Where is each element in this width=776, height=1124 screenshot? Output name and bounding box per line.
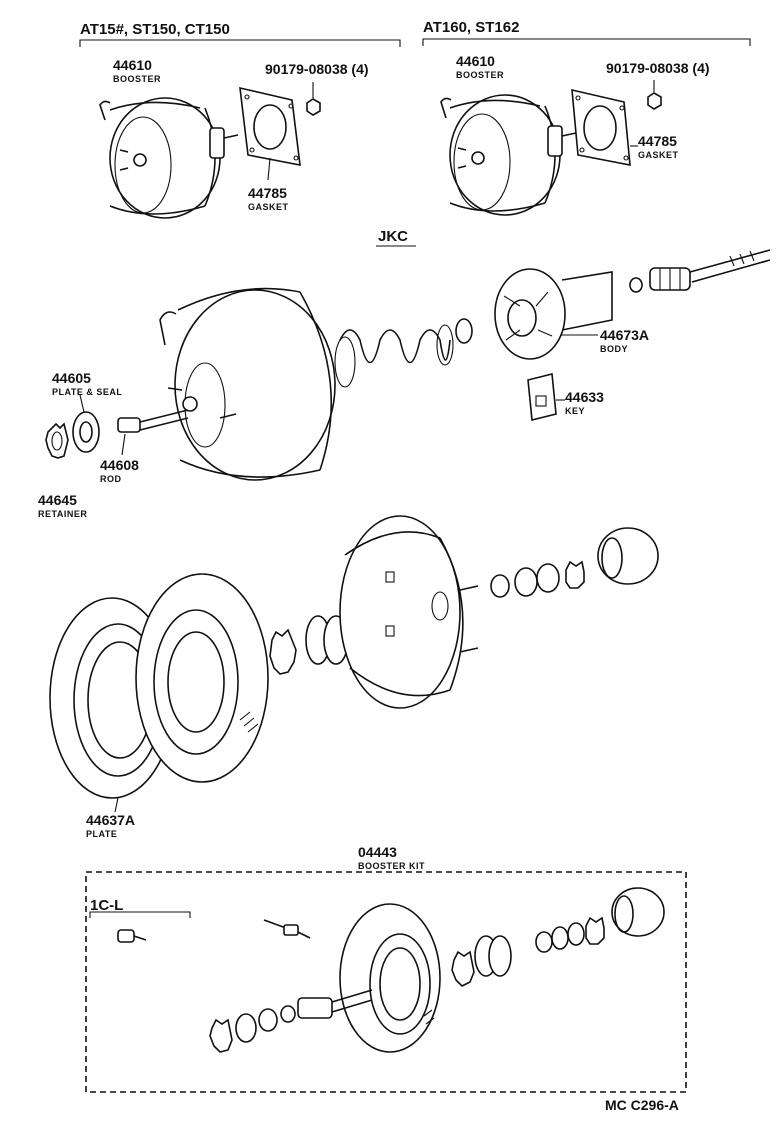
booster-main-drawing bbox=[159, 287, 336, 481]
kit-fitting-center-drawing bbox=[263, 919, 311, 939]
gasket-right-drawing bbox=[571, 88, 638, 166]
kit-sub-group-label: 1C-L bbox=[90, 897, 123, 914]
seal-ring-drawing bbox=[455, 318, 473, 344]
svg-text:BOOSTER KIT: BOOSTER KIT bbox=[358, 861, 425, 871]
figure-code: MC C296-A bbox=[605, 1097, 679, 1113]
booster-right-drawing bbox=[440, 94, 577, 216]
kit-fitting-left-drawing bbox=[117, 929, 147, 943]
nut-left-label: 90179-08038 (4) bbox=[265, 61, 369, 77]
nut-left-drawing bbox=[306, 82, 321, 116]
kit-sub-group-header: 1C-L bbox=[89, 897, 191, 918]
svg-text:04443: 04443 bbox=[358, 844, 397, 860]
lower-valve-parts-drawing bbox=[490, 527, 659, 598]
booster-left-drawing bbox=[99, 97, 239, 219]
group-middle-header: JKC bbox=[376, 228, 416, 247]
svg-text:ROD: ROD bbox=[100, 474, 122, 484]
svg-text:GASKET: GASKET bbox=[638, 150, 679, 160]
plate-label: 44637A PLATE bbox=[86, 812, 135, 839]
retainer-drawing bbox=[45, 422, 69, 459]
svg-text:BOOSTER: BOOSTER bbox=[113, 74, 161, 84]
svg-text:44637A: 44637A bbox=[86, 812, 135, 828]
gasket-left-label: 44785 GASKET bbox=[248, 185, 289, 212]
svg-text:44673A: 44673A bbox=[600, 327, 649, 343]
svg-text:KEY: KEY bbox=[565, 406, 585, 416]
valve-body-drawing bbox=[494, 268, 613, 360]
svg-text:GASKET: GASKET bbox=[248, 202, 289, 212]
booster-kit-label: 04443 BOOSTER KIT bbox=[358, 844, 425, 871]
svg-text:44608: 44608 bbox=[100, 457, 139, 473]
svg-text:44785: 44785 bbox=[638, 133, 677, 149]
plate-drawing bbox=[49, 573, 269, 813]
svg-text:PLATE: PLATE bbox=[86, 829, 117, 839]
plate-seal-label: 44605 PLATE & SEAL bbox=[52, 370, 122, 397]
rod-drawing bbox=[117, 409, 189, 456]
key-label: 44633 KEY bbox=[565, 389, 604, 416]
booster-shell-drawing bbox=[339, 515, 479, 709]
spring-drawing bbox=[334, 324, 454, 388]
svg-text:44645: 44645 bbox=[38, 492, 77, 508]
svg-text:44785: 44785 bbox=[248, 185, 287, 201]
gasket-right-label: 44785 GASKET bbox=[638, 133, 679, 160]
nut-right-label: 90179-08038 (4) bbox=[606, 60, 710, 76]
svg-text:RETAINER: RETAINER bbox=[38, 509, 87, 519]
svg-text:BODY: BODY bbox=[600, 344, 628, 354]
group-middle-label: JKC bbox=[378, 228, 408, 245]
kit-shell-drawing bbox=[339, 903, 441, 1053]
svg-text:44605: 44605 bbox=[52, 370, 91, 386]
group-right-label: AT160, ST162 bbox=[423, 19, 519, 36]
lower-seal-rings-drawing bbox=[269, 615, 349, 675]
group-left-label: AT15#, ST150, CT150 bbox=[80, 21, 230, 38]
booster-right-label: 44610 BOOSTER bbox=[456, 53, 504, 80]
retainer-label: 44645 RETAINER bbox=[38, 492, 87, 519]
kit-rod-parts-drawing bbox=[209, 989, 373, 1053]
svg-text:44633: 44633 bbox=[565, 389, 604, 405]
group-right-header: AT160, ST162 bbox=[422, 19, 751, 46]
booster-left-label: 44610 BOOSTER bbox=[113, 57, 161, 84]
svg-text:PLATE & SEAL: PLATE & SEAL bbox=[52, 387, 122, 397]
kit-seal-parts-drawing bbox=[451, 887, 665, 987]
plate-seal-drawing bbox=[72, 394, 100, 453]
booster-kit-boundary bbox=[85, 871, 687, 1093]
nut-right-drawing bbox=[647, 80, 662, 110]
push-rod-assembly-drawing bbox=[629, 249, 771, 293]
svg-text:44610: 44610 bbox=[456, 53, 495, 69]
svg-text:44610: 44610 bbox=[113, 57, 152, 73]
rod-label: 44608 ROD bbox=[100, 457, 139, 484]
body-label: 44673A BODY bbox=[600, 327, 649, 354]
gasket-left-drawing bbox=[239, 86, 301, 181]
group-left-header: AT15#, ST150, CT150 bbox=[79, 21, 401, 47]
svg-text:BOOSTER: BOOSTER bbox=[456, 70, 504, 80]
key-drawing bbox=[527, 372, 565, 422]
